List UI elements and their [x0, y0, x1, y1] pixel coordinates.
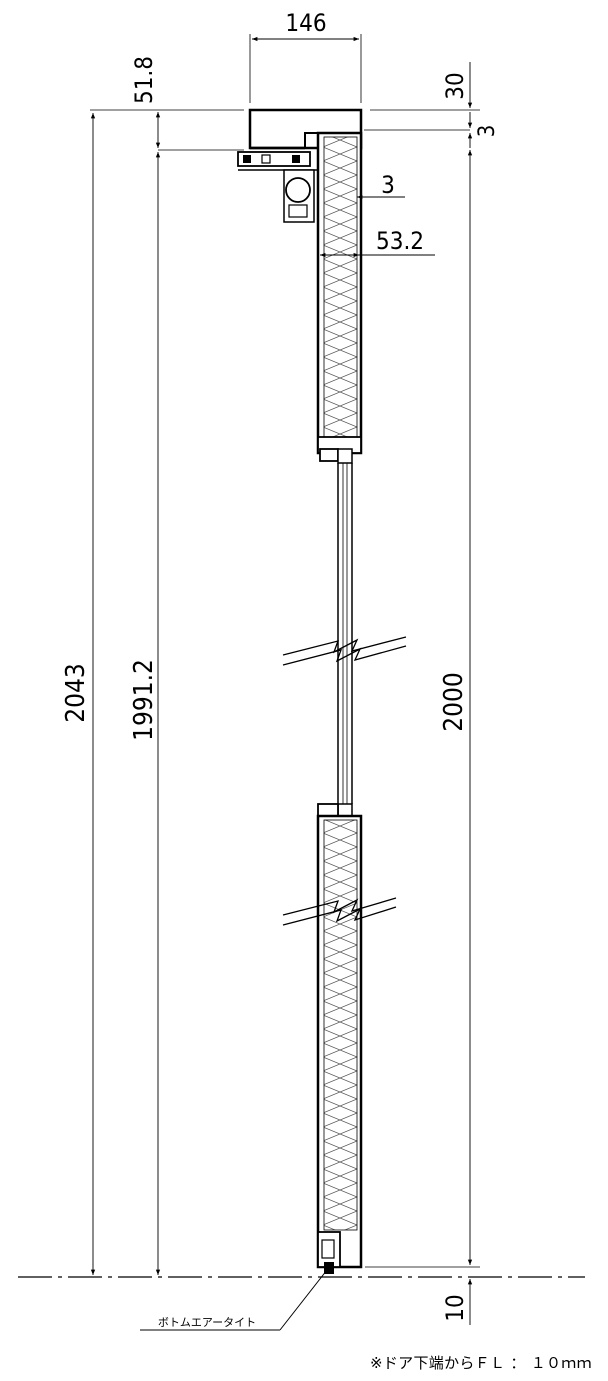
dim-floor-gap: 10: [441, 1278, 473, 1325]
upper-panel: [316, 131, 363, 462]
break-line-lower: [282, 897, 397, 926]
footnote: ※ドア下端からＦＬ ： １０ｍｍ: [370, 1354, 592, 1372]
dim-panel-gap: 3: [357, 171, 405, 200]
dim-top-width-label: 146: [285, 9, 326, 37]
bottom-seal-leader: ボトムエアータイト: [140, 1269, 328, 1331]
dim-top-height: 30: [370, 62, 480, 111]
hanger-roller: [237, 151, 320, 223]
dim-panel-thickness: 53.2: [320, 227, 435, 258]
dim-total-height: 2043: [61, 112, 96, 1276]
dim-panel-gap-label: 3: [381, 171, 395, 199]
dim-top-height-label: 30: [441, 72, 469, 99]
dim-gap-top: 3: [467, 112, 500, 148]
dim-total-height-label: 2043: [61, 663, 91, 723]
dim-top-offset: 51.8: [90, 56, 244, 151]
dim-gap-top-label: 3: [475, 125, 500, 138]
dim-door-height-label: 2000: [439, 672, 469, 732]
dim-panel-height: 1991.2: [129, 152, 161, 1276]
dim-panel-thickness-label: 53.2: [376, 227, 424, 255]
glass-section: [337, 448, 353, 817]
dim-floor-gap-label: 10: [441, 1294, 469, 1321]
dim-door-height: 2000: [365, 150, 480, 1268]
lower-panel: [316, 803, 363, 1274]
bottom-seal-label: ボトムエアータイト: [158, 1316, 256, 1329]
dim-panel-height-label: 1991.2: [129, 659, 159, 741]
break-line-upper: [282, 636, 407, 666]
dim-top-offset-label: 51.8: [130, 56, 158, 104]
dim-top-width: 146: [249, 9, 362, 103]
